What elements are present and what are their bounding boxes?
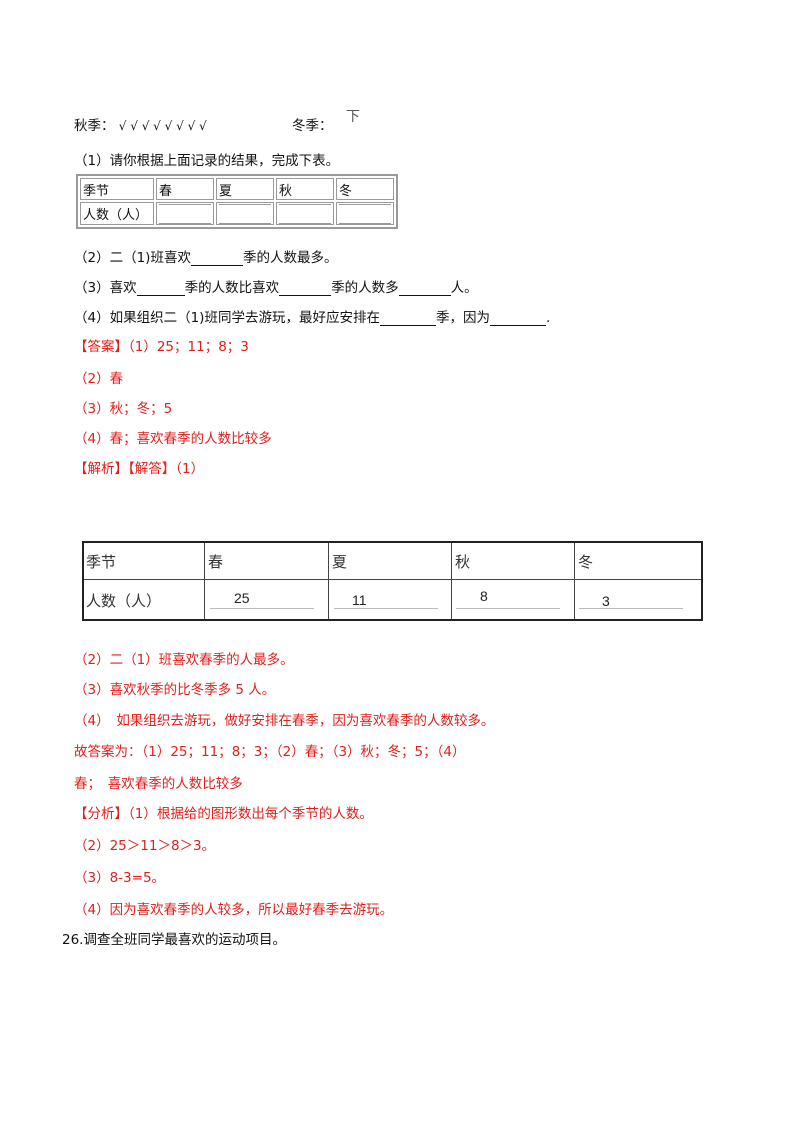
value-autumn: 8 — [480, 588, 488, 604]
autumn-tally: √ √ √ √ √ √ √ √ — [118, 119, 207, 133]
question-text: . — [545, 310, 551, 326]
answer-blank[interactable] — [190, 251, 243, 266]
filled-season-table: 季节 春 夏 秋 冬 人数（人） 25 11 8 3 — [82, 541, 703, 621]
solution-line-3: （3）喜欢秋季的比冬季多 5 人。 — [74, 682, 276, 698]
table-cell: 春 — [156, 178, 214, 200]
next-question: 26.调查全班同学最喜欢的运动项目。 — [62, 932, 286, 948]
autumn-record: 秋季： √ √ √ √ √ √ √ √ — [74, 114, 207, 134]
analysis-heading: 【解析】【解答】（1） — [74, 461, 205, 477]
answer-text: （1）25；11；8；3 — [128, 339, 249, 355]
table-row: 人数（人） — [80, 202, 394, 225]
answer-blank[interactable] — [489, 311, 546, 326]
answer-blank[interactable] — [136, 281, 185, 296]
question-text: 季的人数多 — [331, 280, 399, 296]
winter-record: 冬季： — [292, 114, 333, 134]
analysis-line-1: 【分析】（1）根据给的图形数出每个季节的人数。 — [74, 802, 373, 822]
value-spring: 25 — [234, 590, 250, 606]
table-cell: 人数（人） — [80, 202, 154, 225]
answer-tag: 【答案】 — [74, 339, 128, 355]
question-text: （2）二（1)班喜欢 — [74, 250, 191, 266]
table-header-summer: 夏 — [332, 553, 348, 571]
answer-line-3: （3）秋；冬；5 — [74, 401, 173, 417]
solution-line-2: （2）二（1）班喜欢春季的人最多。 — [74, 652, 294, 668]
final-answer-line-1: 故答案为：（1）25；11；8；3；（2）春；（3）秋；冬；5；（4） — [74, 744, 466, 760]
question-text: 人。 — [450, 280, 478, 296]
analysis-line-3: （3）8-3=5。 — [74, 870, 166, 886]
winter-tally: 下 — [346, 109, 360, 125]
answer-line-4: （4）春；喜欢春季的人数比较多 — [74, 431, 272, 447]
table-header-winter: 冬 — [578, 553, 594, 571]
final-answer-line-2: 春； 喜欢春季的人数比较多 — [74, 776, 243, 792]
answer-blank[interactable] — [398, 281, 451, 296]
question-text: （4）如果组织二（1)班同学去游玩，最好应安排在 — [74, 310, 380, 326]
question-2: （2）二（1)班喜欢 季的人数最多。 — [74, 246, 337, 266]
table-row-label: 人数（人） — [86, 592, 162, 610]
table-cell: 季节 — [80, 178, 154, 200]
question-text: 季的人数比喜欢 — [184, 280, 280, 296]
solution-line-4: （4） 如果组织去游玩，做好安排在春季，因为喜欢春季的人数较多。 — [74, 713, 495, 729]
analysis-line-4: （4）因为喜欢春季的人较多，所以最好春季去游玩。 — [74, 902, 394, 918]
answer-blank-cell[interactable] — [216, 202, 274, 225]
table-cell: 秋 — [276, 178, 334, 200]
answer-blank[interactable] — [379, 311, 436, 326]
answer-blank[interactable] — [279, 281, 332, 296]
value-summer: 11 — [352, 592, 367, 608]
value-winter: 3 — [602, 593, 610, 609]
question-text: 季，因为 — [435, 310, 490, 326]
question-text: （3）喜欢 — [74, 280, 137, 296]
analysis-tag: 【分析】 — [74, 806, 128, 822]
question-3: （3）喜欢 季的人数比喜欢 季的人数多 人。 — [74, 276, 478, 296]
question-4: （4）如果组织二（1)班同学去游玩，最好应安排在 季，因为. — [74, 306, 550, 326]
autumn-label: 秋季： — [74, 118, 115, 134]
answer-line-2: （2）春 — [74, 371, 124, 387]
question-text: 季的人数最多。 — [242, 250, 338, 266]
winter-label: 冬季： — [292, 118, 333, 134]
table-header-spring: 春 — [208, 553, 224, 571]
analysis-text: （1）根据给的图形数出每个季节的人数。 — [128, 806, 373, 822]
table-cell: 夏 — [216, 178, 274, 200]
answer-blank-cell[interactable] — [156, 202, 214, 225]
question-1: （1）请你根据上面记录的结果，完成下表。 — [74, 153, 340, 169]
answer-blank-cell[interactable] — [276, 202, 334, 225]
blank-season-table: 季节 春 夏 秋 冬 人数（人） — [76, 174, 398, 229]
answer-blank-cell[interactable] — [336, 202, 394, 225]
table-cell: 冬 — [336, 178, 394, 200]
analysis-line-2: （2）25＞11＞8＞3。 — [74, 838, 216, 854]
table-header-season: 季节 — [86, 553, 117, 571]
table-row: 季节 春 夏 秋 冬 — [80, 178, 394, 200]
table-header-autumn: 秋 — [455, 553, 471, 571]
answer-line-1: 【答案】（1）25；11；8；3 — [74, 335, 249, 355]
